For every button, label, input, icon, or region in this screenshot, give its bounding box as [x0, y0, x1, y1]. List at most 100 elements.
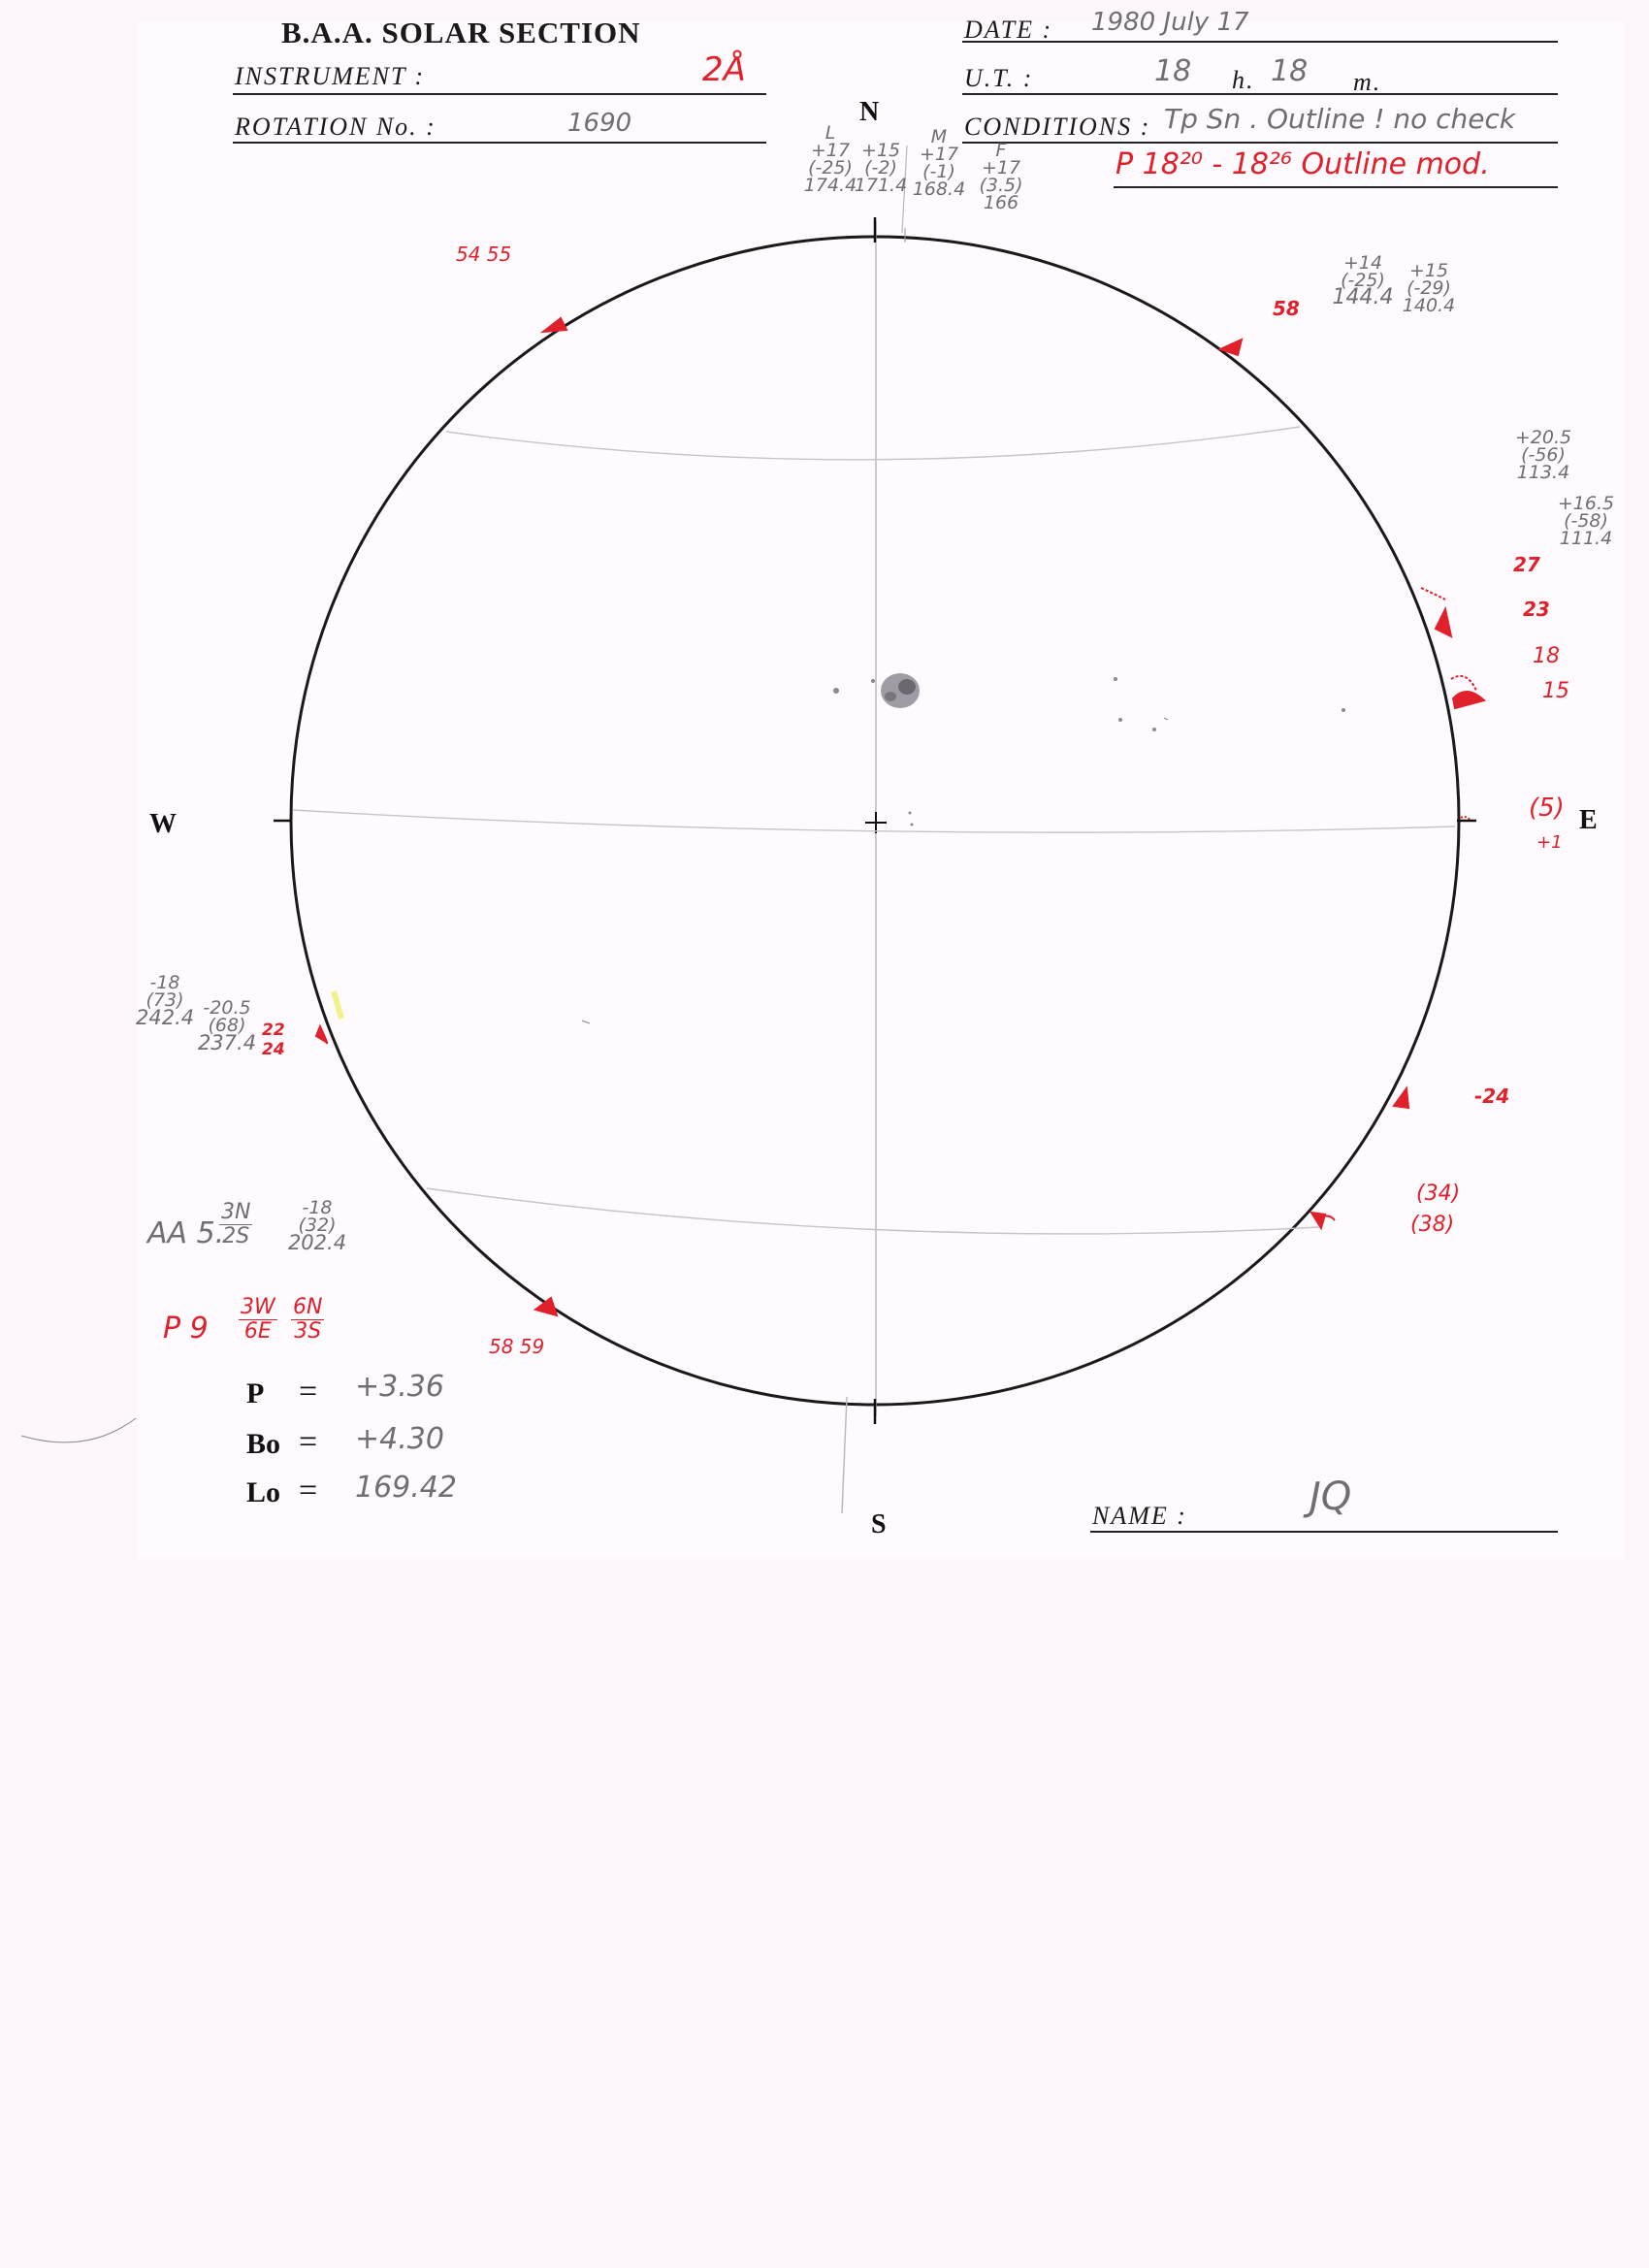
north-group-2-lat: +15	[860, 140, 901, 161]
east-label: E	[1579, 805, 1598, 835]
east-group-1-lon: 113.4	[1516, 462, 1570, 483]
east-group-1: +20.5 (-56) 113.4	[1509, 429, 1577, 483]
param-bo-value: +4.30	[355, 1422, 444, 1456]
west-group-2-paren: (68)	[208, 1015, 246, 1036]
param-p-equals: =	[299, 1374, 318, 1409]
west-group-2-lon: 237.4	[197, 1031, 257, 1054]
north-meridian-extension	[901, 145, 908, 234]
north-group-f-letter: F	[995, 140, 1007, 161]
north-group-m-paren: (-1)	[922, 161, 955, 182]
north-group-f-lon: 166	[983, 192, 1019, 213]
aa-group: -18 (32) 202.4	[287, 1199, 347, 1254]
prominence-label-23: 23	[1523, 598, 1550, 621]
north-group-f-paren: (3.5)	[979, 175, 1023, 196]
aa-denominator: 2S	[222, 1224, 250, 1248]
north-group-m-lat: +17	[919, 144, 959, 165]
name-value: JQ	[1310, 1474, 1352, 1519]
p-fraction-1-den: 6E	[243, 1319, 272, 1344]
conditions-note-rule	[1114, 186, 1558, 188]
prominence-58-59	[533, 1296, 559, 1317]
ut-m-label: m.	[1353, 68, 1382, 96]
top-right-group-2-paren: (-29)	[1406, 277, 1451, 299]
north-group-2-paren: (-2)	[864, 157, 897, 178]
prominence-label-18: 18	[1533, 644, 1560, 668]
east-equator-label: (5)	[1529, 794, 1565, 823]
equator-arc	[292, 809, 1456, 833]
top-right-group-1: +14 (-25) 144.4	[1331, 254, 1395, 309]
north-group-m-lon: 168.4	[912, 178, 966, 200]
name-label: NAME :	[1092, 1502, 1187, 1530]
prominence-label-38: (38)	[1410, 1213, 1455, 1237]
aa-numerator: 3N	[219, 1200, 253, 1225]
north-group-f-lat: +17	[981, 157, 1021, 178]
p-fraction-1: 3W 6E	[239, 1296, 277, 1344]
param-p-name: P	[246, 1377, 265, 1409]
prominence-label-34: (34)	[1416, 1182, 1461, 1206]
east-group-2-lon: 111.4	[1559, 528, 1613, 549]
p-fraction-1-num: 3W	[239, 1295, 277, 1320]
prominence-54-55	[539, 316, 568, 334]
param-lo-equals: =	[299, 1473, 318, 1508]
east-group-1-paren: (-56)	[1521, 444, 1566, 466]
date-value: 1980 July 17	[1091, 8, 1249, 37]
south-label: S	[871, 1509, 887, 1539]
ut-label: U.T. :	[964, 64, 1034, 92]
west-group-1: -18 (73) 242.4	[136, 974, 195, 1029]
east-group-2: +16.5 (-58) 111.4	[1552, 493, 1620, 549]
north-label: N	[859, 97, 880, 127]
aa-label: AA 5.	[147, 1216, 225, 1250]
north-group-m: M +17 (-1) 168.4	[912, 126, 966, 200]
east-equator-sublabel: +1	[1536, 832, 1563, 853]
north-group-2: +15 (-2) 171.4	[854, 140, 908, 195]
latitude-arc-north	[445, 426, 1301, 461]
top-right-group-2-lat: +15	[1408, 260, 1449, 281]
prominence-18	[1450, 675, 1477, 692]
west-group-2: -20.5 (68) 237.4	[196, 999, 258, 1054]
aa-fraction: 3N 2S	[219, 1200, 253, 1248]
aa-group-lon: 202.4	[287, 1231, 347, 1254]
p-fraction-2: 6N 3S	[291, 1295, 325, 1344]
prominence-58	[1217, 338, 1244, 357]
rotation-label: ROTATION No. :	[235, 113, 436, 141]
highlighter-mark	[331, 990, 344, 1020]
north-group-m-letter: M	[930, 126, 948, 147]
conditions-label: CONDITIONS :	[964, 113, 1151, 141]
ut-minutes: 18	[1271, 54, 1309, 88]
p-fraction-2-den: 3S	[294, 1319, 322, 1344]
north-group-l-lon: 174.4	[803, 175, 857, 196]
conditions-note: P 18²⁰ - 18²⁶ Outline mod.	[1116, 147, 1490, 181]
param-bo-equals: =	[299, 1424, 318, 1460]
west-red-labels: 22 24	[262, 1021, 285, 1059]
prominence-label-22: 22	[262, 1021, 285, 1040]
name-rule	[1090, 1531, 1558, 1533]
prominence-label-24: 24	[262, 1040, 285, 1059]
ut-hours: 18	[1154, 54, 1192, 88]
east-group-2-lat: +16.5	[1557, 493, 1615, 514]
prominence-23	[1434, 606, 1453, 638]
prominence-label-54-55: 54 55	[456, 243, 512, 266]
west-group-1-paren: (73)	[146, 989, 184, 1011]
sheet-title: B.A.A. SOLAR SECTION	[281, 16, 641, 49]
west-group-1-lon: 242.4	[136, 1006, 195, 1029]
prominence-label-58-59: 58 59	[489, 1335, 545, 1358]
top-right-group-2: +15 (-29) 140.4	[1397, 260, 1461, 315]
date-rule	[962, 41, 1558, 43]
prominence-22-24	[314, 1023, 329, 1045]
p-fraction-2-num: 6N	[291, 1295, 325, 1320]
pencil-arc	[20, 1417, 137, 1443]
south-meridian-extension	[841, 1396, 848, 1514]
sunspot-group	[833, 673, 1345, 826]
prominence-east-equator	[1460, 816, 1471, 822]
param-p-value: +3.36	[355, 1370, 444, 1404]
prominence-15	[1451, 691, 1486, 710]
latitude-arc-south	[426, 1187, 1320, 1235]
top-right-group-1-lon: 144.4	[1332, 285, 1394, 309]
prominence-38	[1310, 1211, 1327, 1231]
instrument-value: 2Å	[702, 50, 746, 89]
ut-rule	[962, 93, 1558, 95]
prominence-label-27: 27	[1513, 553, 1540, 576]
conditions-value: Tp Sn . Outline ! no check	[1164, 103, 1516, 135]
north-group-f: F +17 (3.5) 166	[974, 140, 1028, 213]
aa-group-paren: (32)	[298, 1215, 337, 1236]
